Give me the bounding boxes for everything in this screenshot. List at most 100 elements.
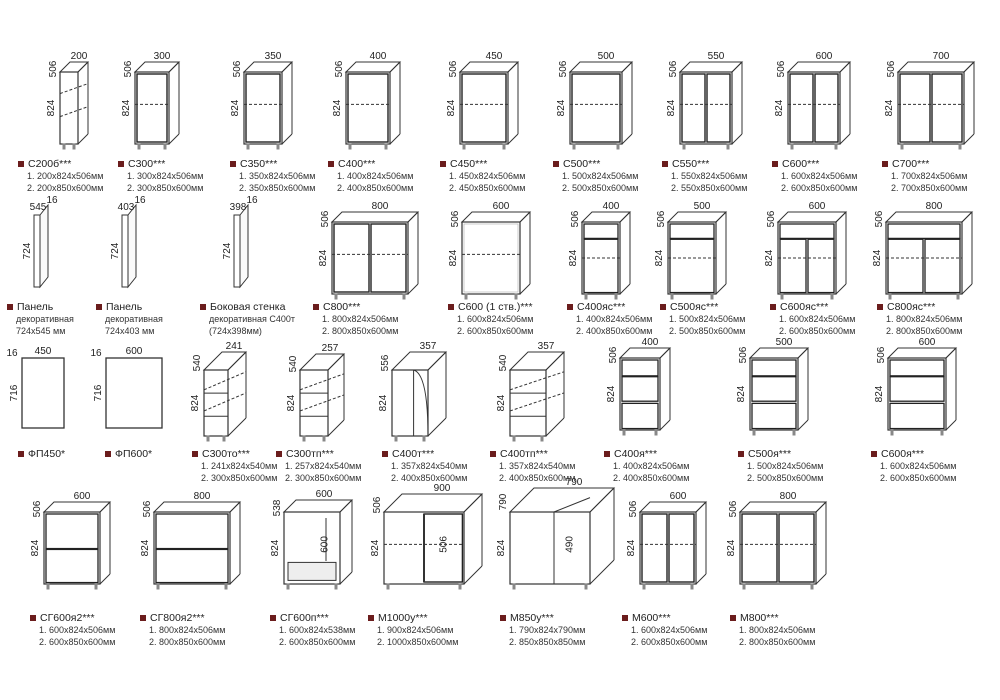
dim-width: 600 <box>670 491 687 502</box>
item-size: 2. 450x850x600мм <box>449 183 526 193</box>
item-title: Панель <box>106 301 143 313</box>
dim-width: 600 <box>919 337 936 348</box>
item-title: С500*** <box>563 158 601 170</box>
cabinet-lines <box>618 347 672 436</box>
item-size: (724x398мм) <box>209 326 262 336</box>
cabinet-lines <box>748 347 810 436</box>
item-label: ФП450* <box>18 448 65 460</box>
item-size: 1. 600x824x506мм <box>779 314 856 324</box>
item-title: С400тп*** <box>500 448 548 460</box>
dim-height: 824 <box>496 539 507 556</box>
item-name: С500яс*** <box>660 301 745 313</box>
item-title: С400яс*** <box>577 301 626 313</box>
item-size: 1. 350x824x506мм <box>239 171 316 181</box>
dim-height: 824 <box>496 394 507 411</box>
dim-height: 716 <box>93 384 104 401</box>
item-name: М600*** <box>622 612 707 624</box>
dim-height: 824 <box>121 99 132 116</box>
cabinet-lines <box>508 487 616 590</box>
item-title: С600я*** <box>881 448 925 460</box>
dim-height: 716 <box>9 384 20 401</box>
bullet-square-icon <box>328 161 334 167</box>
cabinet-lines <box>344 61 402 150</box>
dim-height: 824 <box>626 539 637 556</box>
cabinet-lines <box>786 61 852 150</box>
item-size: декоративная <box>16 314 74 324</box>
item-name: С450*** <box>440 158 525 170</box>
dim-height: 824 <box>270 539 281 556</box>
dim-width: 900 <box>434 483 451 494</box>
item-size: 1. 790x824x790мм <box>509 625 586 635</box>
dim-width: 500 <box>598 51 615 62</box>
item-name: С350*** <box>230 158 315 170</box>
dim-depth: 506 <box>738 346 749 363</box>
item-name: С300тп*** <box>276 448 361 460</box>
item-title: М1000у*** <box>378 612 428 624</box>
item-name: С400*** <box>328 158 413 170</box>
dim-width: 257 <box>322 343 339 354</box>
item-size: 2. 600x850x600мм <box>631 637 708 647</box>
item-title: СГ800я2*** <box>150 612 205 624</box>
item-label: ФП600* <box>105 448 152 460</box>
item-title: Панель <box>17 301 54 313</box>
item-title: С400*** <box>338 158 376 170</box>
dim-depth: 506 <box>334 60 345 77</box>
item-name: М850у*** <box>500 612 585 624</box>
dim-depth: 506 <box>232 60 243 77</box>
dim-width: 600 <box>126 346 143 357</box>
item-title: СГ600п*** <box>280 612 329 624</box>
item-size: 1. 400x824x506мм <box>576 314 653 324</box>
item-name: С600 (1 ств.)*** <box>448 301 533 313</box>
item-size: 2. 300x850x600мм <box>285 473 362 483</box>
bullet-square-icon <box>662 161 668 167</box>
dim-height: 824 <box>666 99 677 116</box>
bullet-square-icon <box>270 615 276 621</box>
dim-width: 300 <box>154 51 171 62</box>
dim-depth: 506 <box>608 346 619 363</box>
item-title: М800*** <box>740 612 779 624</box>
dim-width: 600 <box>74 491 91 502</box>
item-name: С600я*** <box>871 448 956 460</box>
dim-depth: 506 <box>48 60 59 77</box>
dim-width: 500 <box>776 337 793 348</box>
dim-height: 824 <box>774 99 785 116</box>
dim-thickness: 16 <box>90 348 102 359</box>
item-size: 2. 550x850x600мм <box>671 183 748 193</box>
dim-height: 824 <box>556 99 567 116</box>
dim-depth: 506 <box>448 60 459 77</box>
dim-width: 800 <box>780 491 797 502</box>
item-size: 1. 800x824x506мм <box>149 625 226 635</box>
item-name: С700*** <box>882 158 967 170</box>
item-size: 2. 700x850x600мм <box>891 183 968 193</box>
cabinet-lines <box>21 357 65 429</box>
bullet-square-icon <box>18 451 24 457</box>
bullet-square-icon <box>882 161 888 167</box>
item-name: СГ600п*** <box>270 612 355 624</box>
dim-depth: 506 <box>876 346 887 363</box>
item-title: С800*** <box>323 301 361 313</box>
